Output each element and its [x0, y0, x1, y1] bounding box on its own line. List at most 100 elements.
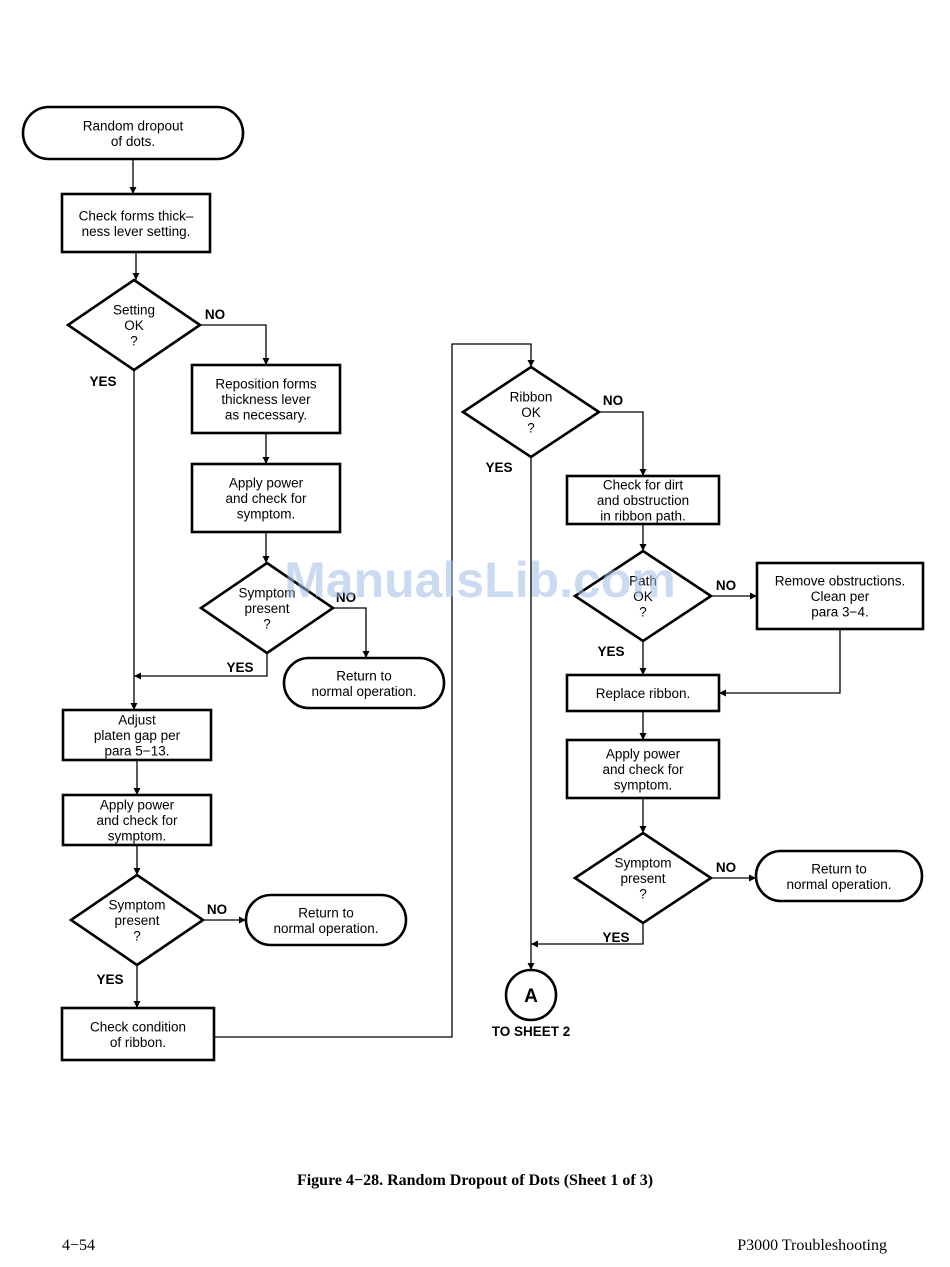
flowchart-connectors: [129, 159, 841, 1038]
connector-check-ribbon-to-ribbon-ok: [214, 343, 535, 1038]
page-number: 4−54: [62, 1237, 96, 1254]
node-check-forms: Check forms thick–ness lever setting.: [60, 192, 212, 254]
branch-label-no: NO: [716, 578, 736, 593]
branch-labels: NO YES NO YES NO YES NO YES NO YES NO YES: [89, 307, 736, 987]
decision-shape: [572, 831, 714, 925]
node-text-line: ?: [133, 929, 141, 944]
node-text-line: Path: [629, 574, 657, 589]
node-text-line: and obstruction: [597, 493, 689, 508]
node-text-line: Symptom: [238, 586, 295, 601]
node-text-line: and check for: [225, 491, 307, 506]
node-to-sheet: TO SHEET 2: [492, 1024, 571, 1039]
node-text-line: normal operation.: [273, 921, 378, 936]
node-text-line: normal operation.: [311, 684, 416, 699]
node-text-line: para 5−13.: [105, 744, 170, 759]
node-text-line: ness lever setting.: [82, 224, 191, 239]
node-text-line: Symptom: [614, 856, 671, 871]
node-text-line: symptom.: [237, 507, 296, 522]
node-text-line: OK: [633, 589, 653, 604]
node-text-line: of ribbon.: [110, 1035, 166, 1050]
terminal-shape: [282, 656, 446, 710]
document-title: P3000 Troubleshooting: [737, 1237, 887, 1254]
connector-shape: [504, 968, 558, 1022]
node-text-line: and check for: [602, 762, 684, 777]
branch-label-no: NO: [716, 860, 736, 875]
node-text-line: symptom.: [614, 778, 673, 793]
connector-setting-ok-to-reposition: [200, 324, 270, 365]
node-text-line: Apply power: [606, 747, 681, 762]
branch-label-yes: YES: [89, 374, 116, 389]
process-shape: [190, 462, 342, 534]
terminal-shape: [244, 893, 408, 947]
terminal-shape: [754, 849, 924, 903]
decision-shape: [65, 278, 203, 372]
decision-shape: [68, 873, 206, 967]
process-shape: [60, 1006, 216, 1062]
branch-label-no: NO: [603, 393, 623, 408]
branch-label-yes: YES: [226, 660, 253, 675]
process-shape: [565, 738, 721, 800]
node-text-line: Symptom: [108, 898, 165, 913]
process-shape: [565, 474, 721, 526]
node-text-line: Return to: [298, 905, 354, 920]
node-text-line: Return to: [336, 668, 392, 683]
node-text-line: TO SHEET 2: [492, 1024, 571, 1039]
branch-label-yes: YES: [602, 930, 629, 945]
node-text-line: ?: [639, 605, 647, 620]
node-text-line: OK: [521, 405, 541, 420]
node-text-line: para 3−4.: [811, 605, 868, 620]
watermark: ManualsLib.com: [284, 552, 676, 608]
branch-label-yes: YES: [96, 972, 123, 987]
node-text-line: normal operation.: [786, 877, 891, 892]
node-text-line: Clean per: [811, 589, 870, 604]
node-text-line: symptom.: [108, 829, 167, 844]
node-text-line: ?: [639, 887, 647, 902]
branch-label-no: NO: [205, 307, 225, 322]
process-shape: [60, 192, 212, 254]
node-text-line: platen gap per: [94, 728, 181, 743]
node-text-line: Random dropout: [83, 118, 184, 133]
connector-symptom-3-to-connector-a: [531, 923, 644, 948]
decision-shape: [460, 365, 602, 459]
node-text-line: Replace ribbon.: [596, 686, 691, 701]
node-replace-ribbon: Replace ribbon.: [565, 673, 721, 713]
process-shape: [565, 673, 721, 713]
branch-label-yes: YES: [597, 644, 624, 659]
node-text-line: OK: [124, 318, 144, 333]
node-text-line: Check forms thick–: [79, 208, 194, 223]
process-shape: [61, 793, 213, 847]
node-text-line: as necessary.: [225, 408, 307, 423]
terminal-shape: [21, 105, 245, 161]
branch-label-no: NO: [207, 902, 227, 917]
node-text-line: Return to: [811, 861, 867, 876]
branch-label-no: NO: [336, 590, 356, 605]
node-text-line: Setting: [113, 303, 155, 318]
branch-label-yes: YES: [485, 460, 512, 475]
node-text-line: Check for dirt: [603, 478, 684, 493]
process-shape: [61, 708, 213, 762]
node-text-line: of dots.: [111, 134, 155, 149]
node-text-line: ?: [527, 421, 535, 436]
node-text-line: ?: [263, 617, 271, 632]
node-text-line: Apply power: [100, 798, 175, 813]
node-text-line: present: [620, 871, 665, 886]
node-text-line: and check for: [96, 813, 178, 828]
node-text-line: present: [114, 913, 159, 928]
node-text-line: Adjust: [118, 713, 156, 728]
